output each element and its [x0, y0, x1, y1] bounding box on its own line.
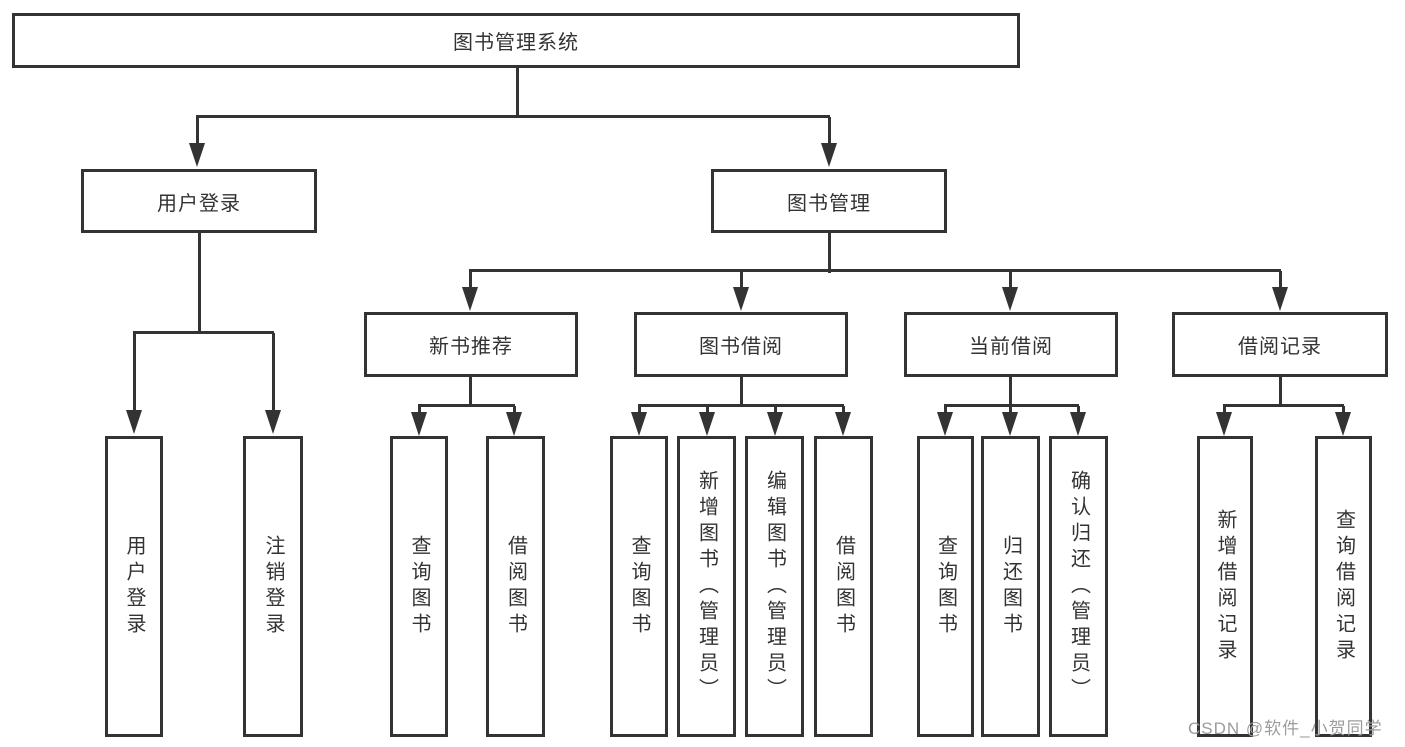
- connector-leaf-drop: [638, 406, 641, 415]
- connector-level3-bar: [469, 269, 1281, 272]
- connector-leaf-drop: [1223, 406, 1226, 415]
- connector-borrow-record-bar: [1223, 404, 1344, 407]
- arrowhead-leaf: [937, 412, 953, 436]
- connector-current-borrow-stem: [1009, 377, 1012, 407]
- node-new-book-recommend: 新书推荐: [364, 312, 578, 377]
- connector-user-login-bar: [133, 331, 274, 334]
- connector-book-borrow-stem: [740, 377, 743, 407]
- leaf-user-login: 用户登录: [105, 436, 163, 737]
- leaf-query-books-current: 查询图书: [917, 436, 974, 737]
- arrowhead-leaf: [631, 412, 647, 436]
- connector-book-borrow-drop: [740, 271, 743, 291]
- connector-user-login-drop: [196, 117, 199, 147]
- connector-root-stem: [516, 68, 519, 118]
- arrowhead-leaf-logout: [265, 410, 281, 434]
- connector-leaf-drop: [842, 406, 845, 415]
- connector-current-borrow-drop: [1009, 271, 1012, 291]
- leaf-borrow-books: 借阅图书: [814, 436, 873, 737]
- connector-leaf-drop: [774, 406, 777, 415]
- arrowhead-leaf: [1002, 412, 1018, 436]
- leaf-query-books-recommend: 查询图书: [390, 436, 448, 737]
- arrowhead-new-book: [462, 287, 478, 311]
- leaf-logout: 注销登录: [243, 436, 303, 737]
- leaf-add-books-admin: 新增图书（管理员）: [677, 436, 736, 737]
- connector-leaf-drop: [418, 406, 421, 415]
- connector-leaf-drop: [944, 406, 947, 415]
- connector-leaf-drop: [1009, 406, 1012, 415]
- connector-new-book-drop: [469, 271, 472, 291]
- arrowhead-leaf: [835, 412, 851, 436]
- arrowhead-leaf: [1070, 412, 1086, 436]
- node-user-login: 用户登录: [81, 169, 317, 233]
- node-book-borrowing: 图书借阅: [634, 312, 848, 377]
- connector-book-mgmt-stem: [828, 233, 831, 273]
- node-current-borrowing: 当前借阅: [904, 312, 1118, 377]
- node-book-management: 图书管理: [711, 169, 947, 233]
- connector-current-borrow-bar: [944, 404, 1079, 407]
- connector-level2-bar: [196, 115, 830, 118]
- connector-leaf-logout-drop: [272, 333, 275, 413]
- connector-borrow-record-stem: [1279, 377, 1282, 407]
- arrowhead-current-borrow: [1002, 287, 1018, 311]
- connector-borrow-record-drop: [1279, 271, 1282, 291]
- arrowhead-leaf: [767, 412, 783, 436]
- leaf-borrow-books-recommend: 借阅图书: [486, 436, 545, 737]
- arrowhead-book-mgmt: [821, 143, 837, 167]
- arrowhead-borrow-record: [1272, 287, 1288, 311]
- arrowhead-leaf: [699, 412, 715, 436]
- arrowhead-leaf: [411, 412, 427, 436]
- arrowhead-leaf-login: [126, 410, 142, 434]
- connector-user-login-stem: [198, 233, 201, 334]
- connector-leaf-drop: [513, 406, 516, 415]
- connector-new-book-stem: [469, 377, 472, 407]
- connector-leaf-drop: [706, 406, 709, 415]
- connector-book-mgmt-drop: [828, 117, 831, 147]
- connector-leaf-drop: [1077, 406, 1080, 415]
- leaf-edit-books-admin: 编辑图书（管理员）: [745, 436, 804, 737]
- arrowhead-user-login: [189, 143, 205, 167]
- connector-leaf-drop: [1342, 406, 1345, 415]
- node-library-management-system: 图书管理系统: [12, 13, 1020, 68]
- leaf-query-borrow-record: 查询借阅记录: [1315, 436, 1372, 737]
- node-borrowing-records: 借阅记录: [1172, 312, 1388, 377]
- arrowhead-leaf: [506, 412, 522, 436]
- connector-leaf-login-drop: [133, 333, 136, 413]
- csdn-watermark: CSDN @软件_小贺同学: [1188, 719, 1383, 738]
- connector-new-book-bar: [418, 404, 515, 407]
- leaf-add-borrow-record: 新增借阅记录: [1197, 436, 1253, 737]
- leaf-query-books-borrowing: 查询图书: [610, 436, 668, 737]
- leaf-return-books: 归还图书: [981, 436, 1040, 737]
- connector-book-borrow-bar: [638, 404, 844, 407]
- leaf-confirm-return-admin: 确认归还（管理员）: [1049, 436, 1108, 737]
- arrowhead-leaf: [1216, 412, 1232, 436]
- arrowhead-book-borrow: [733, 287, 749, 311]
- arrowhead-leaf: [1335, 412, 1351, 436]
